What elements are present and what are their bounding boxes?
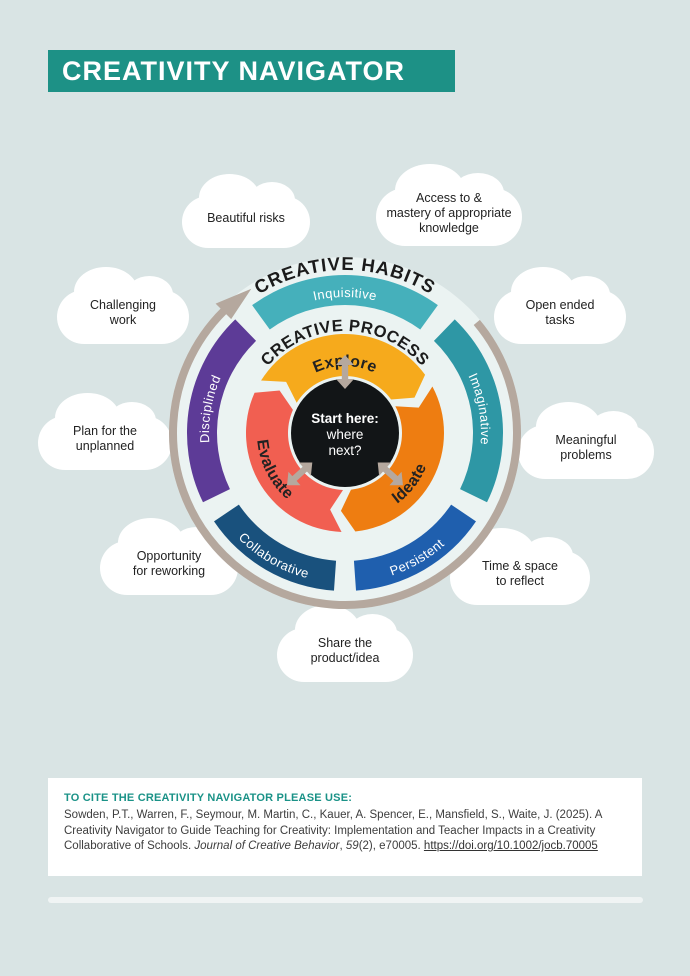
cloud-text: Beautiful risks [207,210,285,225]
double-arrow-icon [287,462,313,486]
cloud-plan-unplanned: Plan for the unplanned [38,393,172,470]
cloud-text: Open ended tasks [525,298,595,327]
cloud-text: Time & space to reflect [482,559,558,588]
cloud-challenging-work: Challenging work [57,267,189,344]
cloud-open-ended-tasks: Open ended tasks [494,267,626,344]
citation-authors: Sowden, P.T., Warren, F., Seymour, M. Ma… [64,809,602,852]
title-bar: CREATIVITY NAVIGATOR [48,50,455,92]
cloud-share-product-idea: Share the product/idea [277,605,413,682]
process-arrow-evaluate [245,390,344,532]
citation-sep: , [339,840,346,852]
cloud-beautiful-risks: Beautiful risks [182,174,310,248]
double-arrow-icon [377,462,403,486]
cloud-text: Plan for the unplanned [73,424,137,453]
citation-issue: (2), e70005. [358,840,424,852]
process-arrow-ideate [340,386,445,532]
cloud-text: Access to & mastery of appropriate knowl… [386,190,512,235]
cloud-text: Opportunity for reworking [132,549,206,578]
habit-segment-persistent [353,504,476,591]
cycle-ring-arrowhead-icon [215,288,252,320]
doi-link[interactable]: https://doi.org/10.1002/jocb.70005 [423,840,598,852]
cloud-access-knowledge: Access to & mastery of appropriate knowl… [376,163,522,246]
cloud-meaningful-problems: Meaningful problems [518,402,654,479]
habit-segment-inquisitive [252,275,438,330]
habit-segment-collaborative [214,504,337,591]
center-circle [291,379,399,487]
footer-divider [48,897,643,903]
citation-heading: TO CITE THE CREATIVITY NAVIGATOR PLEASE … [64,792,353,804]
habit-segment-imaginative [433,319,504,503]
creativity-wheel: InquisitiveImaginativePersistentCollabor… [169,253,521,609]
habit-segment-disciplined [186,319,257,503]
cycle-ring [169,302,521,609]
habit-label-inquisitive: Inquisitive [312,285,379,304]
page-title: CREATIVITY NAVIGATOR [62,55,406,86]
citation-journal: Journal of Creative Behavior [194,840,340,852]
citation-text: Sowden, P.T., Warren, F., Seymour, M. Ma… [64,808,626,855]
double-arrow-icon [336,355,354,389]
citation-volume: 59 [345,840,359,852]
citation-box: TO CITE THE CREATIVITY NAVIGATOR PLEASE … [48,778,642,876]
cloud-text: Share the product/idea [310,636,380,665]
cloud-text: Challenging work [89,298,157,327]
cloud-text: Meaningful problems [555,433,617,462]
